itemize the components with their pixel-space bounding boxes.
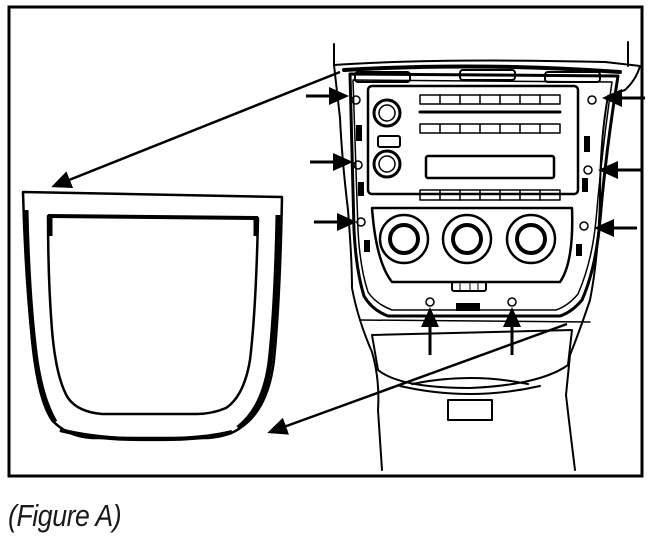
- tune-knob: [372, 149, 402, 179]
- lower-console: [371, 329, 573, 389]
- climate-panel: [370, 206, 574, 284]
- preset-buttons-top: [418, 94, 562, 134]
- dash-top-line: [333, 43, 641, 67]
- radio-display: [424, 154, 556, 180]
- figure-border: [7, 5, 644, 478]
- arrow-to-bezel-bottom: [267, 322, 568, 435]
- radio-panel: [366, 84, 580, 196]
- trim-bezel: [21, 190, 284, 442]
- dashboard: [333, 41, 641, 471]
- arrow-to-bezel-top: [51, 70, 341, 189]
- preset-buttons-bottom: [419, 189, 561, 201]
- climate-knob-left: [378, 213, 430, 265]
- climate-knob-right: [505, 213, 557, 265]
- climate-knob-center: [441, 213, 493, 265]
- bezel-outer: [21, 190, 284, 440]
- bezel-inner: [46, 214, 260, 416]
- volume-knob: [372, 98, 402, 128]
- figure-caption: (Figure A): [8, 498, 122, 533]
- release-arrows: [306, 87, 645, 355]
